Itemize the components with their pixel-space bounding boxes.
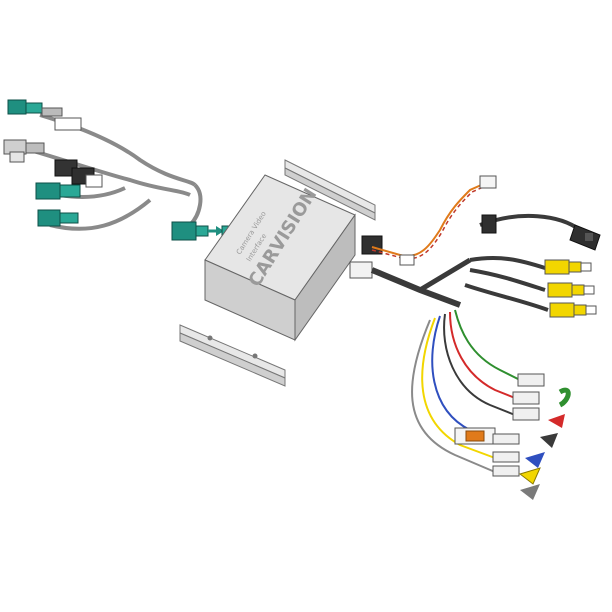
white-connector bbox=[349, 261, 373, 279]
box-connectors bbox=[349, 235, 383, 279]
black-connector bbox=[361, 235, 383, 255]
fakra-connector-top bbox=[7, 99, 82, 131]
gray-connector bbox=[3, 139, 45, 163]
green-arrow-icon bbox=[558, 387, 571, 408]
connector-cluster bbox=[35, 159, 103, 227]
red-arrow-icon bbox=[548, 414, 565, 428]
gray-arrow-icon bbox=[520, 484, 540, 500]
left-harness bbox=[3, 99, 245, 245]
blue-arrow-icon bbox=[525, 452, 545, 468]
interface-box: CARVISION Camera Video Interface bbox=[179, 159, 376, 387]
yellow-arrow-icon bbox=[518, 467, 541, 485]
rca-plugs bbox=[544, 259, 597, 318]
right-harness bbox=[370, 175, 601, 477]
fakra-connector-box bbox=[171, 221, 224, 241]
arrow-set bbox=[518, 387, 571, 500]
dark-arrow-icon bbox=[540, 433, 558, 448]
